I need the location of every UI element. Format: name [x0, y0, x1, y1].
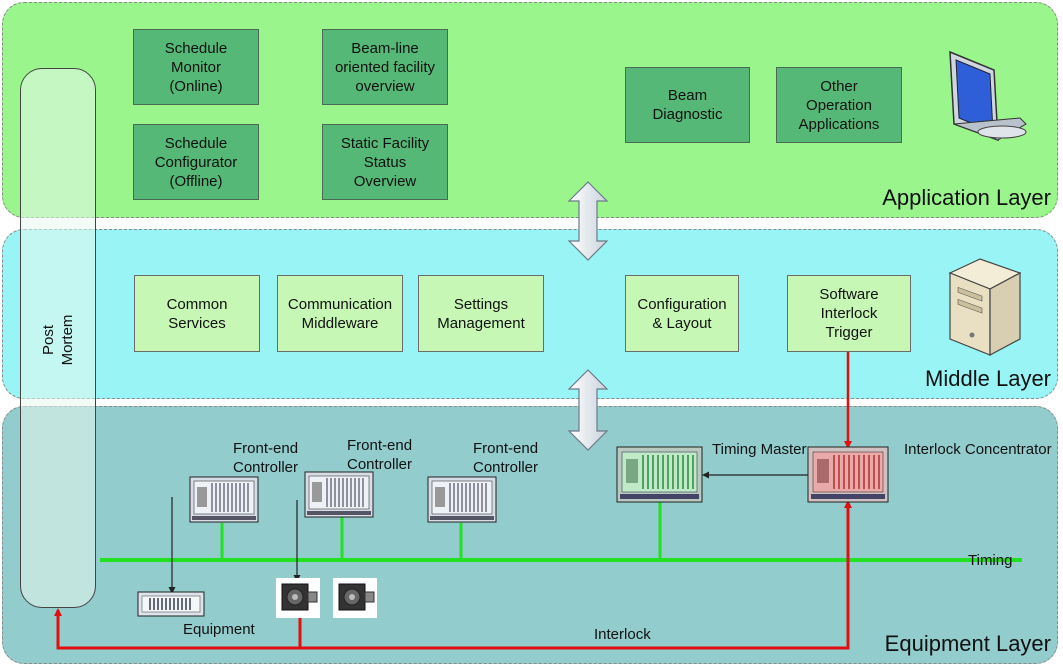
vme-crate-icon [427, 476, 497, 523]
mid-box-common-services[interactable]: Common Services [134, 275, 260, 352]
interlock-concentrator-crate-icon [807, 446, 889, 503]
stepper-motor-icon [276, 578, 320, 618]
timing-label: Timing [968, 552, 1013, 569]
double-arrow-icon [567, 181, 609, 261]
vme-crate-icon [304, 471, 374, 518]
application-layer-title: Application Layer [882, 185, 1051, 210]
mid-box-configuration-layout[interactable]: Configuration & Layout [625, 275, 739, 352]
app-box-beam-line-overview[interactable]: Beam-line oriented facility overview [322, 29, 448, 105]
front-end-controller-label: Front-end Controller [233, 440, 299, 476]
equipment-module-icon [137, 591, 205, 617]
interlock-line [298, 500, 852, 650]
front-end-controller-label: Front-end Controller [347, 437, 413, 473]
app-box-beam-diagnostic[interactable]: Beam Diagnostic [625, 67, 750, 143]
middle-layer-title: Middle Layer [925, 366, 1051, 391]
mid-box-settings-management[interactable]: Settings Management [418, 275, 544, 352]
post-mortem-bar[interactable] [20, 68, 96, 608]
interlock-label: Interlock [594, 626, 651, 643]
equipment-label: Equipment [183, 621, 255, 638]
mid-box-software-interlock-trigger[interactable]: Software Interlock Trigger [787, 275, 911, 352]
app-box-other-operation-applications[interactable]: Other Operation Applications [776, 67, 902, 143]
interlock-postmortem-line [54, 608, 300, 650]
server-tower-icon [948, 258, 1022, 356]
app-box-schedule-monitor[interactable]: Schedule Monitor (Online) [133, 29, 259, 105]
monitor-icon [949, 50, 1027, 142]
double-arrow-icon [567, 369, 609, 451]
app-box-static-facility-status[interactable]: Static Facility Status Overview [322, 124, 448, 200]
mid-box-communication-middleware[interactable]: Communication Middleware [277, 275, 403, 352]
stepper-motor-icon [333, 578, 377, 618]
timing-master-label: Timing Master [712, 441, 807, 458]
vme-crate-icon [189, 476, 259, 523]
front-end-controller-label: Front-end Controller [473, 440, 539, 476]
interlock-concentrator-label: Interlock Concentrator [904, 441, 1052, 458]
timing-master-crate-icon [616, 446, 703, 503]
equipment-layer-title: Equipment Layer [884, 631, 1051, 656]
app-box-schedule-configurator[interactable]: Schedule Configurator (Offline) [133, 124, 259, 200]
